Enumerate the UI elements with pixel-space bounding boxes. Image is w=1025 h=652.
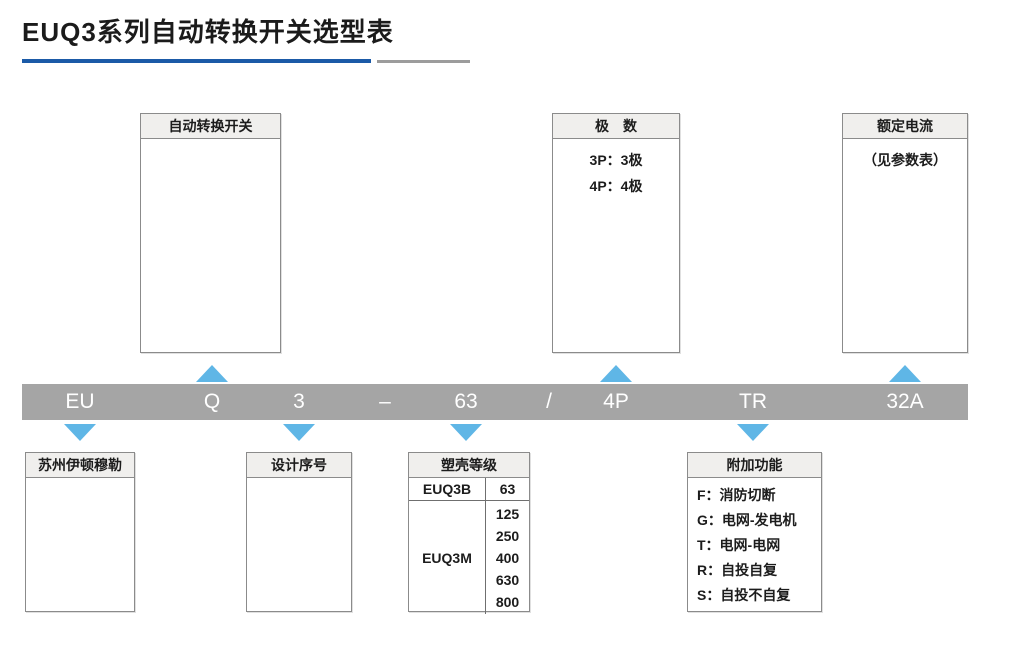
frame-grade-rating: 630 bbox=[495, 571, 520, 588]
code-segment-slash: / bbox=[546, 390, 552, 413]
frame-grade-rating: 250 bbox=[495, 527, 520, 544]
code-segment-q: Q bbox=[203, 390, 221, 413]
function-option-r: R：自投自复 bbox=[697, 562, 778, 578]
code-segment-eu: EU bbox=[65, 390, 95, 413]
box-body: （见参数表） bbox=[843, 139, 967, 173]
page-title: EUQ3系列自动转换开关选型表 bbox=[22, 17, 394, 47]
code-segment-32a: 32A bbox=[886, 390, 924, 413]
title-underline-accent bbox=[22, 59, 371, 63]
box-header: 苏州伊顿穆勒 bbox=[26, 453, 134, 478]
frame-grade-row-euq3b: EUQ3B 63 bbox=[409, 478, 529, 501]
model-code-bar: EU Q 3 – 63 / 4P TR 32A bbox=[22, 384, 968, 420]
function-option-t: T：电网-电网 bbox=[697, 537, 781, 553]
arrow-up-icon bbox=[889, 365, 921, 382]
function-option-f: F：消防切断 bbox=[697, 487, 776, 503]
box-design-serial: 设计序号 bbox=[246, 452, 352, 612]
box-rated-current: 额定电流 （见参数表） bbox=[842, 113, 968, 353]
arrow-down-icon bbox=[450, 424, 482, 441]
pole-option-4p: 4P：4极 bbox=[589, 178, 643, 194]
title-underline-secondary bbox=[377, 60, 470, 63]
frame-grade-rating: 63 bbox=[499, 481, 516, 497]
rated-current-note: （见参数表） bbox=[863, 152, 947, 168]
pole-option-3p: 3P：3极 bbox=[589, 152, 643, 168]
code-segment-63: 63 bbox=[454, 390, 478, 413]
frame-grade-model: EUQ3B bbox=[409, 478, 486, 500]
box-body: 3P：3极 4P：4极 bbox=[553, 139, 679, 199]
frame-grade-rating: 800 bbox=[495, 593, 520, 610]
code-segment-tr: TR bbox=[739, 390, 767, 413]
arrow-down-icon bbox=[737, 424, 769, 441]
box-header: 设计序号 bbox=[247, 453, 351, 478]
arrow-down-icon bbox=[283, 424, 315, 441]
frame-grade-row-euq3m: EUQ3M 125 250 400 630 800 bbox=[409, 501, 529, 614]
box-frame-grade: 塑壳等级 EUQ3B 63 EUQ3M 125 250 400 630 800 bbox=[408, 452, 530, 614]
frame-grade-model: EUQ3M bbox=[409, 501, 486, 614]
code-segment-4p: 4P bbox=[603, 390, 629, 413]
box-header: 塑壳等级 bbox=[409, 453, 529, 478]
box-header: 自动转换开关 bbox=[141, 114, 280, 139]
box-manufacturer: 苏州伊顿穆勒 bbox=[25, 452, 135, 612]
function-option-g: G：电网-发电机 bbox=[697, 512, 797, 528]
box-additional-function: 附加功能 F：消防切断 G：电网-发电机 T：电网-电网 R：自投自复 S：自投… bbox=[687, 452, 822, 612]
code-segment-dash: – bbox=[379, 390, 391, 413]
box-body: F：消防切断 G：电网-发电机 T：电网-电网 R：自投自复 S：自投不自复 bbox=[688, 478, 821, 608]
box-auto-transfer-switch: 自动转换开关 bbox=[140, 113, 281, 353]
box-header: 附加功能 bbox=[688, 453, 821, 478]
frame-grade-ratings: 125 250 400 630 800 bbox=[486, 501, 529, 614]
arrow-up-icon bbox=[196, 365, 228, 382]
frame-grade-rating: 125 bbox=[495, 505, 520, 522]
code-segment-3: 3 bbox=[293, 390, 305, 413]
box-header: 极 数 bbox=[553, 114, 679, 139]
arrow-up-icon bbox=[600, 365, 632, 382]
box-pole-number: 极 数 3P：3极 4P：4极 bbox=[552, 113, 680, 353]
arrow-down-icon bbox=[64, 424, 96, 441]
frame-grade-rating: 400 bbox=[495, 549, 520, 566]
box-header: 额定电流 bbox=[843, 114, 967, 139]
function-option-s: S：自投不自复 bbox=[697, 587, 791, 603]
